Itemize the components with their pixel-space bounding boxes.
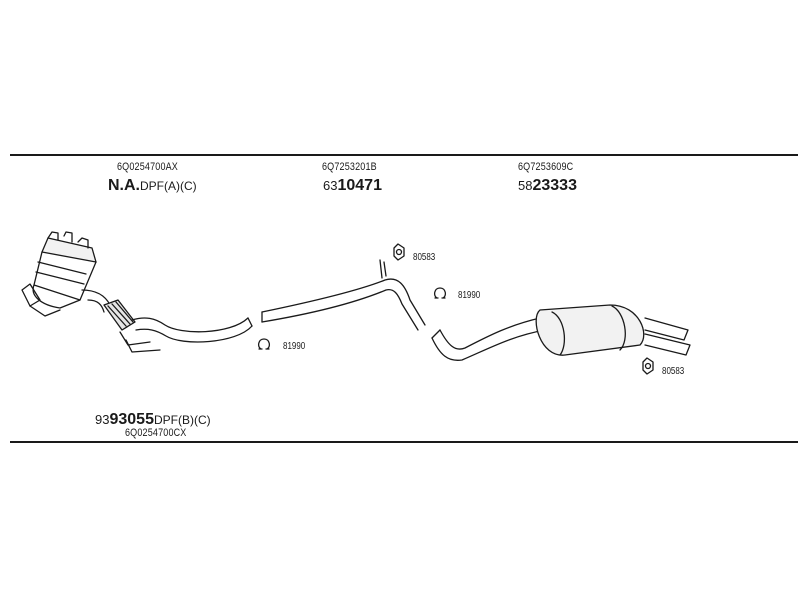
fitting-3-label: 81990: [283, 341, 306, 352]
part-3-number: 5823333: [518, 177, 577, 194]
fitting-1-label: 80583: [413, 252, 436, 263]
rear-silencer: [535, 304, 691, 356]
part-4-oe-number: 6Q0254700CX: [125, 427, 187, 439]
clamp-icon: [642, 357, 654, 375]
clamp-icon: [393, 243, 405, 261]
part-2-number: 6310471: [323, 177, 382, 194]
part-4-number: 9393055DPF(B)(C): [95, 411, 211, 428]
fitting-4-label: 80583: [662, 366, 685, 377]
part-3-oe-number: 6Q7253609C: [518, 161, 574, 173]
rear-pipe: [431, 317, 546, 361]
part-1-oe-number: 6Q0254700AX: [117, 161, 178, 173]
hanger-ring-icon: [433, 287, 447, 299]
hanger-ring-icon: [257, 338, 271, 350]
diesel-particulate-filter: [21, 231, 161, 353]
front-pipe: [131, 317, 253, 343]
fitting-2-label: 81990: [458, 290, 481, 301]
top-rule: [10, 154, 798, 156]
part-2-oe-number: 6Q7253201B: [322, 161, 377, 173]
part-1-number: N.A.DPF(A)(C): [108, 177, 197, 194]
middle-pipe: [261, 259, 426, 331]
bottom-rule: [10, 441, 798, 443]
